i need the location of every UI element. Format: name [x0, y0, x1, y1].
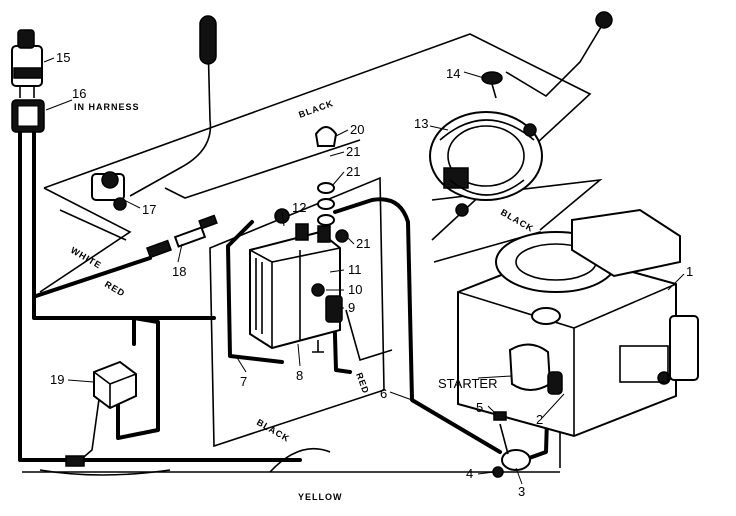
label-red-mid: RED [354, 371, 371, 395]
callout-11: 11 [348, 262, 362, 277]
callout-1: 1 [686, 264, 693, 279]
label-black-alternator: BLACK [499, 207, 536, 234]
callout-7: 7 [240, 374, 247, 389]
battery-8 [249, 223, 341, 350]
callout-9: 9 [348, 300, 355, 315]
callout-14: 14 [446, 66, 460, 81]
choke-control-17 [91, 15, 217, 211]
callout-19: 19 [50, 372, 64, 387]
connector-16 [11, 99, 45, 133]
solenoid-assembly [274, 126, 349, 353]
callout-5: 5 [476, 400, 483, 415]
callout-6: 6 [380, 386, 387, 401]
alternator-13 [429, 111, 543, 217]
battery-charger-19 [65, 360, 137, 467]
callout-2: 2 [536, 412, 543, 427]
callout-17: 17 [142, 202, 156, 217]
callout-15: 15 [56, 50, 70, 65]
label-red-left: RED [103, 279, 127, 299]
starter-hardware [492, 411, 531, 478]
callout-21-b: 21 [346, 164, 360, 179]
callout-10: 10 [348, 282, 362, 297]
callout-8: 8 [296, 368, 303, 383]
key-switch-15 [11, 29, 43, 98]
callout-13: 13 [414, 116, 428, 131]
label-in-harness: IN HARNESS [74, 102, 140, 112]
engine-1 [457, 208, 699, 438]
label-white: WHITE [69, 245, 103, 271]
fuse-holder-18 [145, 214, 218, 259]
callout-18: 18 [172, 264, 186, 279]
callout-20: 20 [350, 122, 364, 137]
label-yellow: YELLOW [298, 492, 343, 502]
label-black-top: BLACK [297, 98, 335, 120]
callout-21-c: 21 [356, 236, 370, 251]
callout-12: 12 [292, 200, 306, 215]
callout-16: 16 [72, 86, 86, 101]
switch-14 [481, 11, 613, 99]
callout-3: 3 [518, 484, 525, 499]
label-starter: STARTER [438, 376, 497, 391]
callout-leaders [43, 57, 685, 485]
callout-21-a: 21 [346, 144, 360, 159]
callout-4: 4 [466, 466, 473, 481]
